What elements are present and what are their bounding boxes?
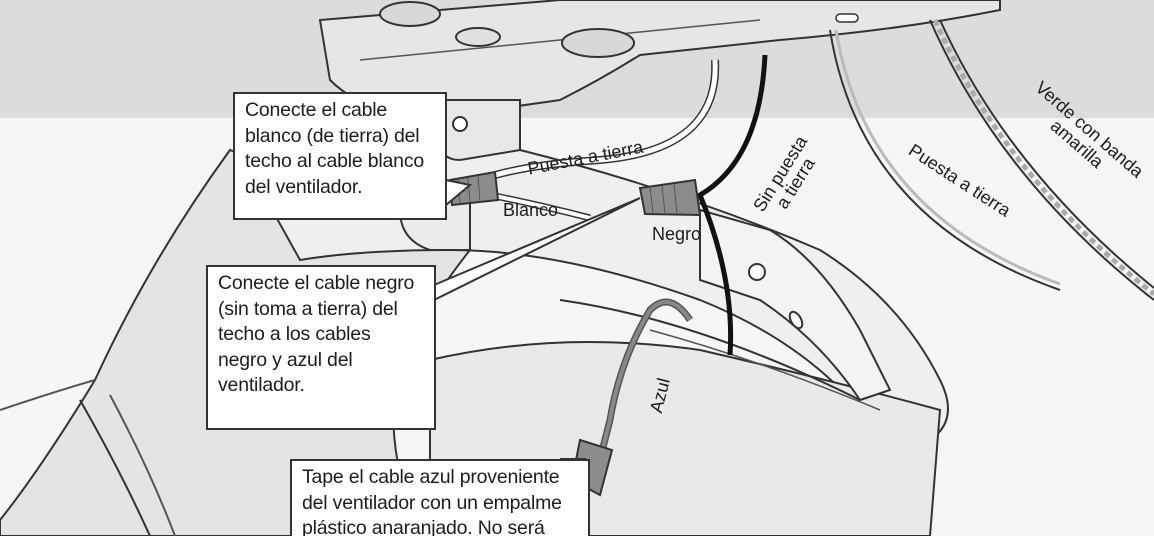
callout-line: Conecte el cable <box>245 99 388 121</box>
slot-hole <box>788 310 804 330</box>
callout-line: techo a los cables <box>218 323 371 345</box>
bracket-knob-2 <box>561 28 635 58</box>
hanger-plate <box>439 99 521 162</box>
green-yellow-wire-stripe <box>932 18 1154 296</box>
connector-black-ribs <box>649 183 678 214</box>
callout-line: del ventilador. <box>245 175 363 198</box>
callout-line: plástico anaranjado. No será <box>302 517 545 536</box>
canopy-inner-rim <box>649 329 881 411</box>
connector-black <box>638 178 702 217</box>
ground-wire-right-inner <box>834 29 1061 286</box>
green-yellow-wire-edge <box>939 19 1154 289</box>
callout-line: techo al cable blanco <box>245 150 425 172</box>
screw-hole <box>748 263 766 281</box>
housing-edge <box>0 379 96 411</box>
callout-line: blanco (de tierra) del <box>245 124 420 147</box>
callout-line: Tape el cable azul proveniente <box>302 466 560 488</box>
callout-line: Conecte el cable negro <box>218 272 415 294</box>
canopy-rim <box>559 299 861 401</box>
housing-ring-1 <box>79 399 151 536</box>
canopy-side-plate <box>699 208 892 402</box>
callout-blue-instruction: Tape el cable azul proveniente del venti… <box>290 459 590 536</box>
housing-ring-2 <box>109 394 176 536</box>
bracket-slot <box>835 13 859 23</box>
label-negro: Negro <box>652 224 702 244</box>
bracket-edge <box>359 19 761 61</box>
ground-wire-right <box>829 29 1061 291</box>
bracket-knob-3 <box>455 27 501 47</box>
white-fan-wire-core <box>489 193 591 220</box>
green-yellow-wire <box>929 19 1154 301</box>
callout-line: (sin toma a tierra) del <box>218 297 398 320</box>
callout-line: negro y azul del <box>218 348 353 371</box>
callout-line: del ventilador con un empalme <box>302 491 562 514</box>
black-wire <box>696 54 768 356</box>
hanger-screw <box>452 116 468 132</box>
bracket-knob-1 <box>379 1 441 27</box>
white-wire-core <box>479 59 718 183</box>
callout-ground-instruction: Conecte el cable blanco (de tierra) del … <box>233 92 447 220</box>
callout-line: ventilador. <box>218 374 305 396</box>
label-blanco: Blanco <box>503 200 559 220</box>
callout-hot-instruction: Conecte el cable negro (sin toma a tierr… <box>206 265 436 430</box>
